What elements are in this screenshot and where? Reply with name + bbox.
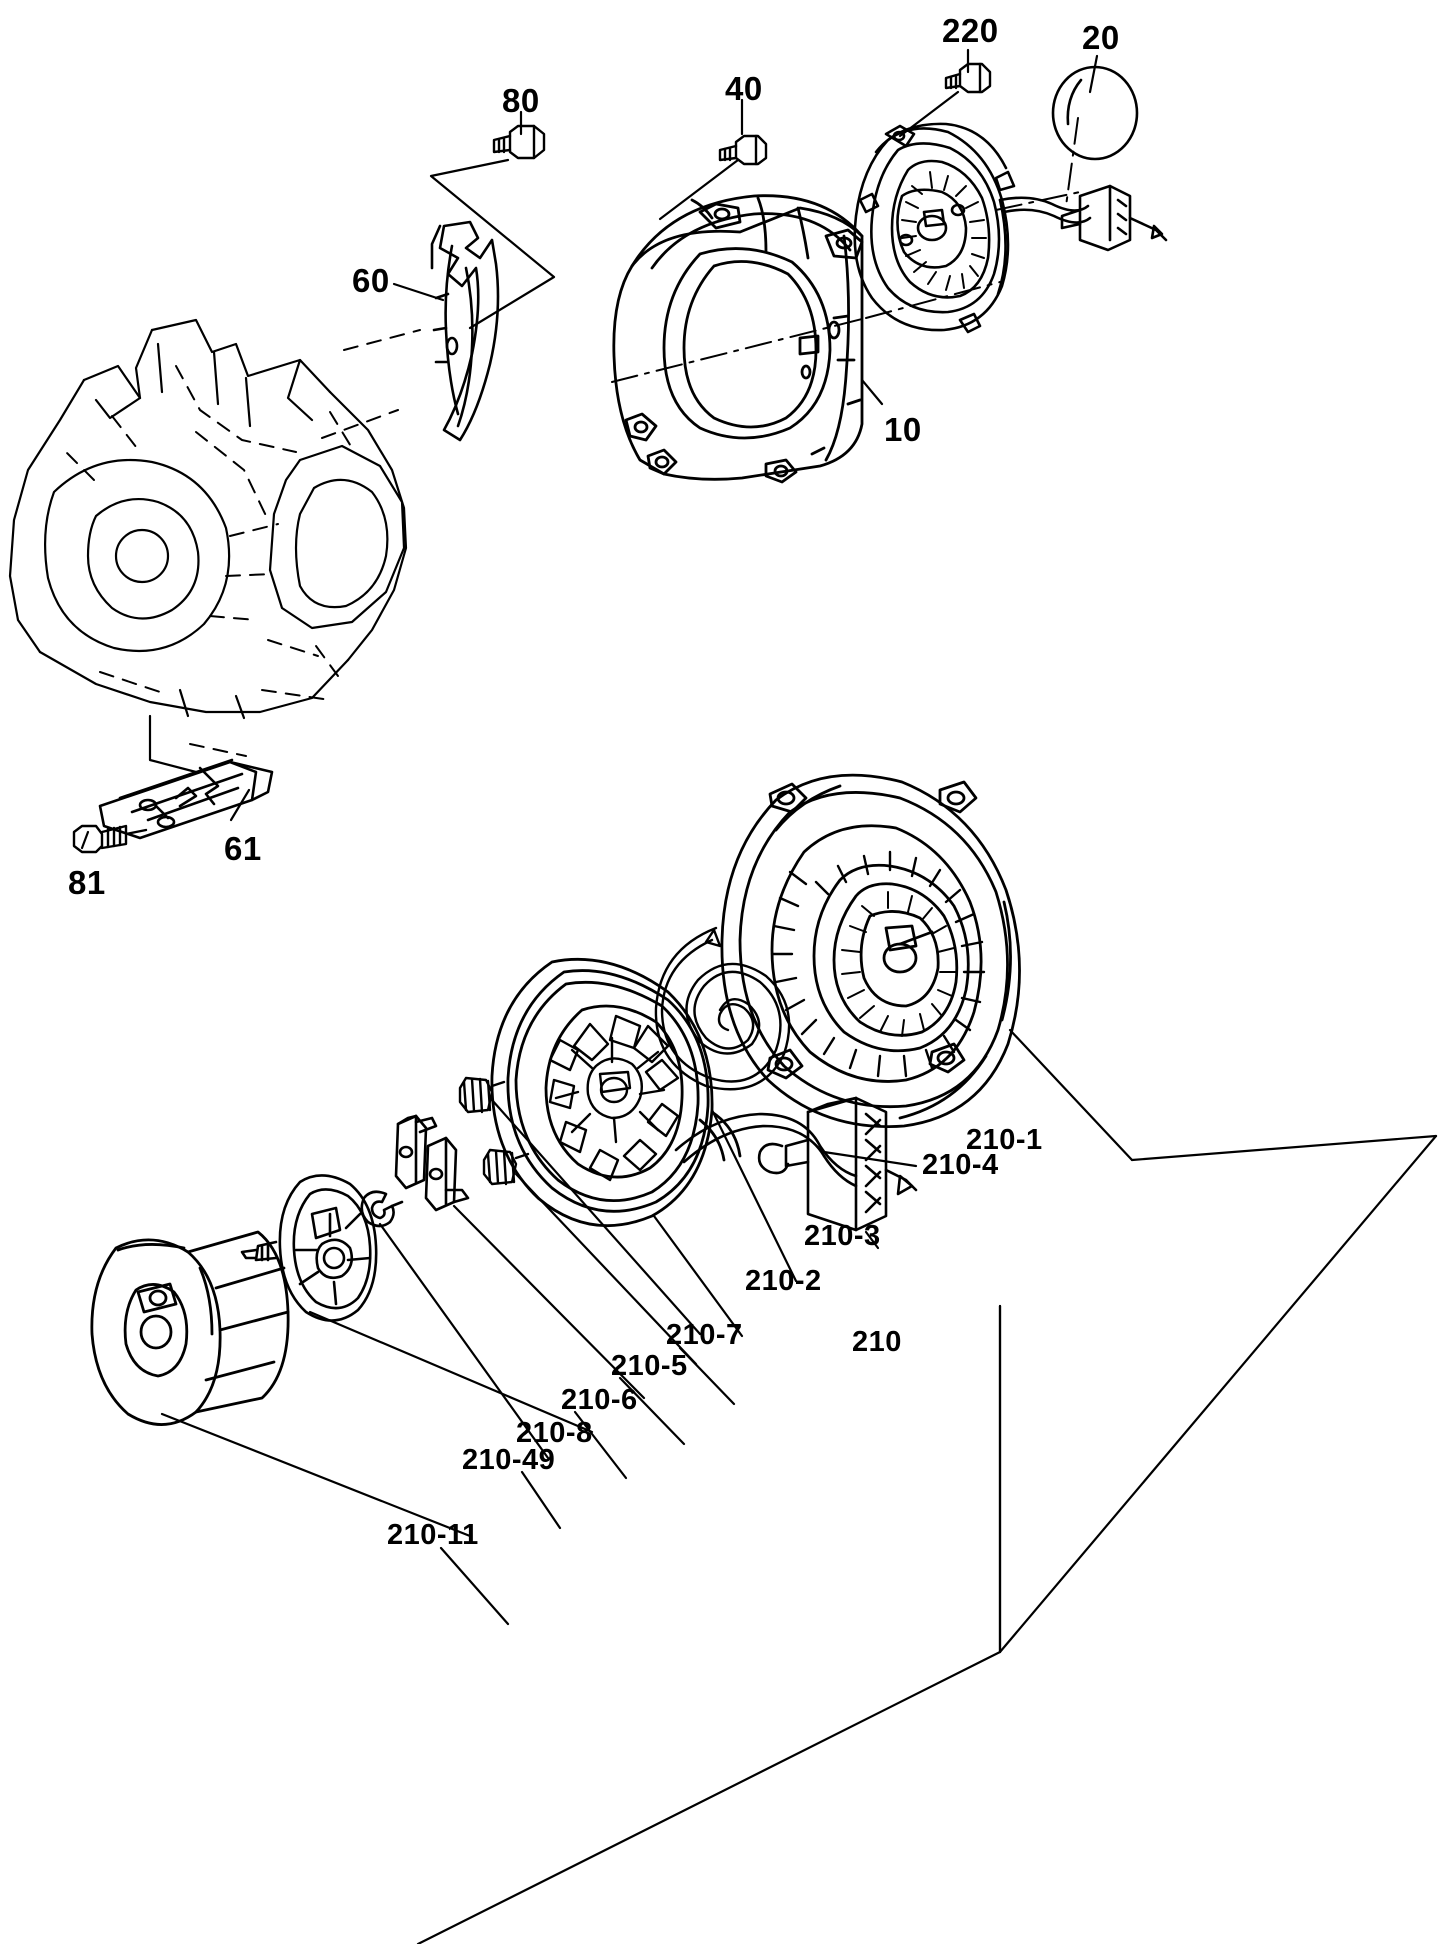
callout-label-81: 81 — [68, 864, 106, 901]
callout-label-210-1: 210-1 — [966, 1124, 1043, 1156]
part-210-1-recoil-starter-case — [720, 773, 1021, 1128]
callout-label-80: 80 — [502, 82, 540, 119]
part-10-fan-cover-housing — [612, 194, 864, 484]
engine-block-phantom — [8, 318, 408, 720]
leader-lines-top — [80, 48, 1099, 850]
part-61-lower-baffle-plate — [98, 758, 274, 840]
part-210-49-retaining-clip — [360, 1190, 404, 1228]
callout-label-61: 61 — [224, 830, 262, 867]
part-210-4-starter-rope — [674, 1112, 858, 1188]
callout-label-210-6: 210-6 — [561, 1384, 638, 1416]
centerlines — [611, 117, 1081, 383]
callout-label-210-11: 210-11 — [387, 1519, 479, 1551]
callout-label-20: 20 — [1082, 19, 1120, 56]
part-80-flange-bolt — [492, 124, 546, 160]
callout-label-60: 60 — [352, 262, 390, 299]
callout-label-210-2: 210-2 — [745, 1265, 822, 1297]
callout-label-210-49: 210-49 — [462, 1444, 556, 1476]
part-81-flange-bolt — [72, 824, 148, 854]
part-210-7-reel-rope-pulley — [490, 957, 742, 1227]
callout-label-210-8: 210-8 — [516, 1417, 593, 1449]
callout-label-210-3: 210-3 — [804, 1220, 881, 1252]
part-210-11-starter-pulley-cup — [90, 1230, 290, 1426]
part-210-3-starter-handle-grip — [757, 1096, 918, 1232]
callout-label-210-4: 210-4 — [922, 1149, 999, 1181]
callout-label-40: 40 — [725, 70, 763, 107]
part-40-screw — [718, 134, 768, 166]
callout-label-210: 210 — [852, 1326, 902, 1358]
engine-block-hidden-lines — [65, 329, 421, 757]
callout-label-220: 220 — [942, 12, 999, 49]
part-60-air-guide-baffle — [430, 220, 500, 442]
leader-lines-bottom — [160, 1028, 1438, 1944]
part-20-cap-plug — [1051, 65, 1139, 161]
part-210-5-ratchet-return-springs — [458, 1076, 530, 1186]
callout-label-10: 10 — [884, 411, 922, 448]
callout-label-210-5: 210-5 — [611, 1350, 688, 1382]
part-210-8-friction-plate — [240, 1174, 378, 1322]
part-220-screw — [944, 62, 992, 94]
callout-label-210-7: 210-7 — [666, 1319, 743, 1351]
part-210-6-ratchet-pawls — [394, 1114, 470, 1212]
recoil-starter-top-assembly — [853, 122, 1168, 334]
